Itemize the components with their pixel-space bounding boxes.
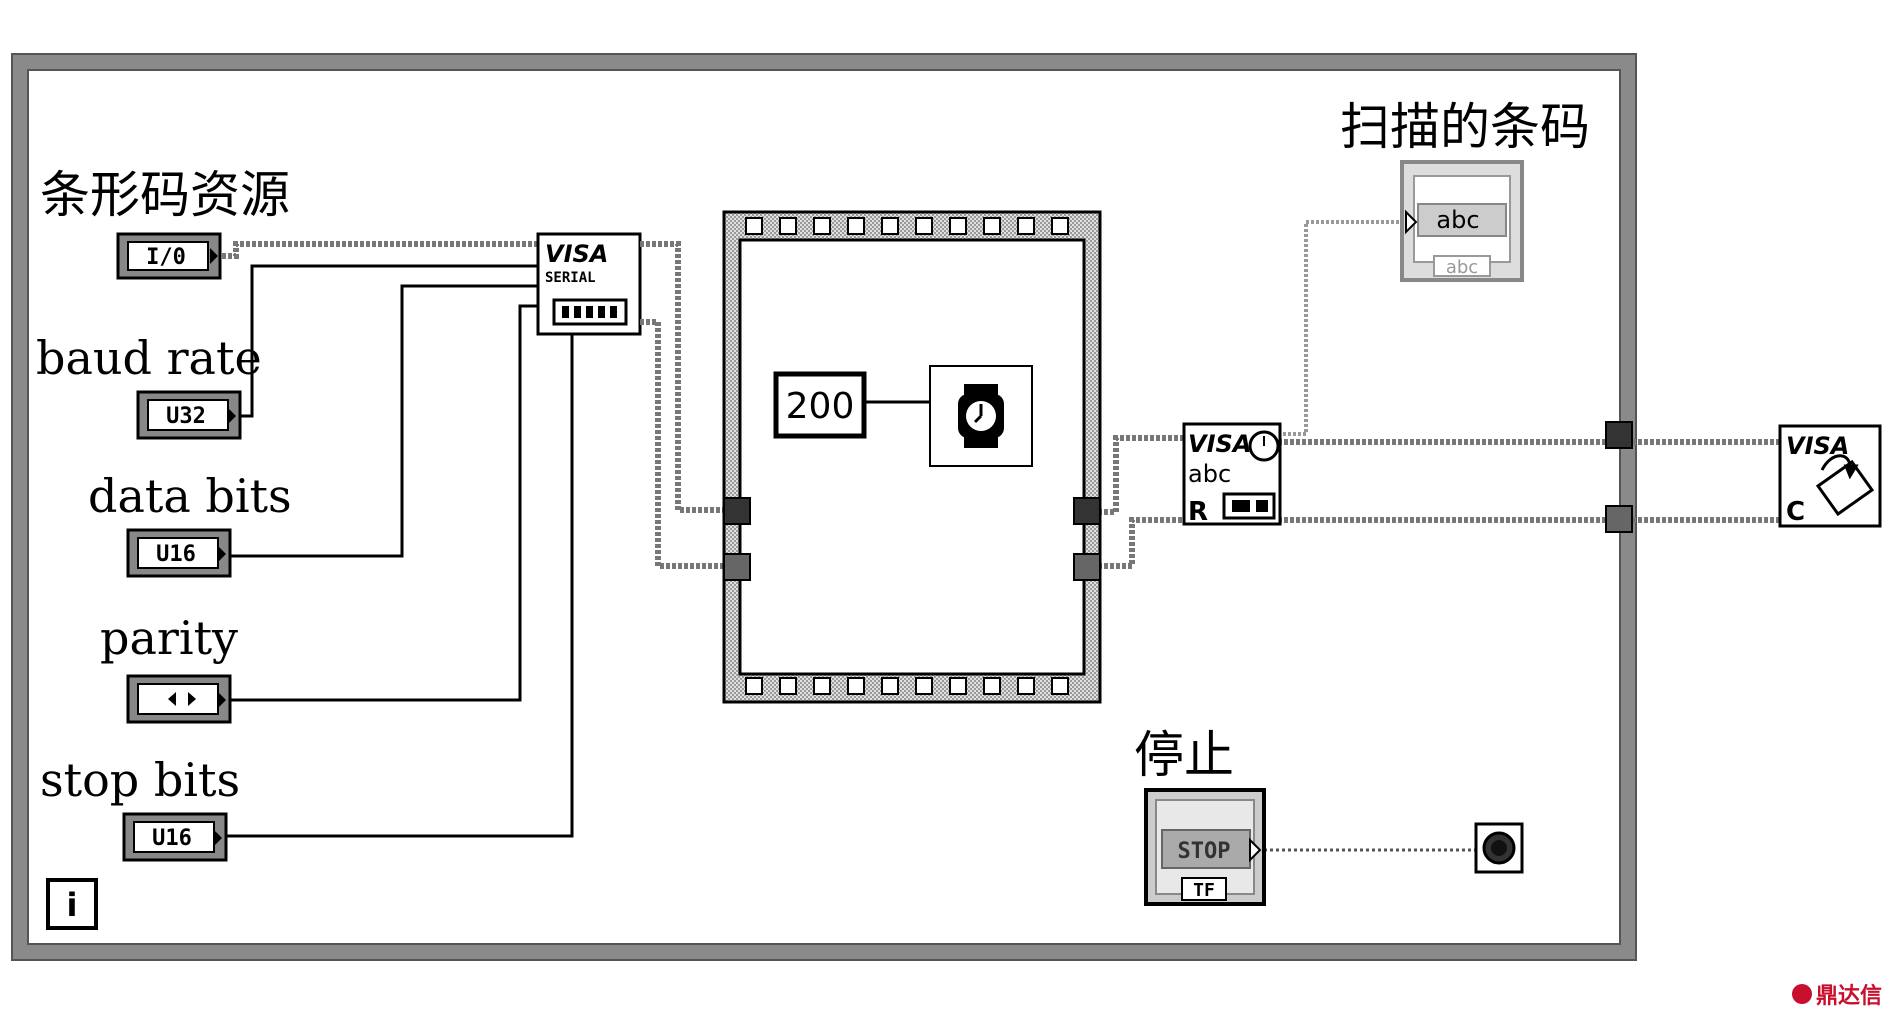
film-hole xyxy=(983,677,1001,695)
resource-type: I/0 xyxy=(146,245,186,270)
visa-serial-subtitle: SERIAL xyxy=(545,270,596,286)
film-hole xyxy=(847,677,865,695)
film-hole xyxy=(847,217,865,235)
film-hole xyxy=(745,677,763,695)
film-hole xyxy=(1017,217,1035,235)
film-hole xyxy=(779,677,797,695)
film-hole xyxy=(813,217,831,235)
visa-serial-title: VISA xyxy=(545,240,608,268)
visa-read-letter: R xyxy=(1188,497,1208,527)
stopbits-terminal[interactable]: U16 xyxy=(122,812,228,862)
sequence-tunnel-right-ref xyxy=(1073,497,1101,525)
baud-terminal[interactable]: U32 xyxy=(136,390,242,440)
film-hole xyxy=(915,217,933,235)
iteration-terminal[interactable]: i xyxy=(46,878,98,930)
wait-ms-node[interactable] xyxy=(929,365,1033,467)
visa-close-letter: C xyxy=(1786,497,1805,527)
databits-terminal[interactable]: U16 xyxy=(126,528,232,578)
film-hole xyxy=(779,217,797,235)
close-document-icon xyxy=(1815,454,1875,517)
stopbits-type: U16 xyxy=(152,826,192,851)
databits-label: data bits xyxy=(88,469,292,523)
enum-left-arrow-icon xyxy=(168,692,176,706)
flat-sequence-structure xyxy=(722,210,1102,704)
resource-terminal[interactable]: I/0 xyxy=(116,232,222,280)
parity-terminal[interactable] xyxy=(126,674,232,724)
delay-constant[interactable]: 200 xyxy=(773,371,867,439)
film-hole xyxy=(949,677,967,695)
visa-read-abc: abc xyxy=(1188,460,1231,488)
indicator-value: abc xyxy=(1436,206,1479,234)
film-hole xyxy=(881,217,899,235)
film-hole xyxy=(949,217,967,235)
baud-type: U32 xyxy=(166,404,206,429)
indicator-type: abc xyxy=(1446,257,1478,278)
stop-button-text: STOP xyxy=(1178,839,1231,864)
stop-label: 停止 xyxy=(1134,726,1234,784)
delay-value: 200 xyxy=(786,386,855,427)
parity-label: parity xyxy=(100,611,238,665)
sequence-frame-holes-bottom xyxy=(745,677,1069,695)
resource-label: 条形码资源 xyxy=(40,166,290,224)
watch-icon xyxy=(958,384,1004,448)
stop-button-type: TF xyxy=(1193,880,1215,901)
enum-right-arrow-icon xyxy=(188,692,196,706)
watermark: 鼎达信 xyxy=(1791,978,1882,1010)
loop-tunnel-ref xyxy=(1605,421,1633,449)
visa-read-title: VISA xyxy=(1188,430,1251,458)
film-hole xyxy=(1051,677,1069,695)
stop-button-terminal[interactable]: STOP TF xyxy=(1144,788,1266,906)
visa-read-node[interactable]: VISA abc R xyxy=(1182,422,1282,527)
watermark-text: 鼎达信 xyxy=(1815,984,1882,1009)
baud-label: baud rate xyxy=(36,331,262,385)
film-hole xyxy=(745,217,763,235)
film-hole xyxy=(1017,677,1035,695)
iteration-label: i xyxy=(67,886,78,924)
sequence-frame-holes-top xyxy=(745,217,1069,235)
film-hole xyxy=(813,677,831,695)
stopbits-label: stop bits xyxy=(40,753,240,807)
film-hole xyxy=(881,677,899,695)
film-hole xyxy=(915,677,933,695)
visa-configure-serial-node[interactable]: VISA SERIAL xyxy=(536,232,642,336)
loop-tunnel-error xyxy=(1605,505,1633,533)
film-hole xyxy=(1051,217,1069,235)
scanned-barcode-indicator[interactable]: abc abc xyxy=(1400,160,1524,282)
sequence-tunnel-left-error xyxy=(723,553,751,581)
scanned-barcode-label: 扫描的条码 xyxy=(1340,98,1590,156)
watermark-logo-icon xyxy=(1791,984,1812,1004)
loop-condition-terminal[interactable] xyxy=(1474,822,1524,874)
visa-close-node[interactable]: VISA C xyxy=(1778,424,1882,528)
film-hole xyxy=(983,217,1001,235)
databits-type: U16 xyxy=(156,542,196,567)
sequence-tunnel-right-error xyxy=(1073,553,1101,581)
sequence-tunnel-left-ref xyxy=(723,497,751,525)
wires-inputs xyxy=(210,241,574,838)
